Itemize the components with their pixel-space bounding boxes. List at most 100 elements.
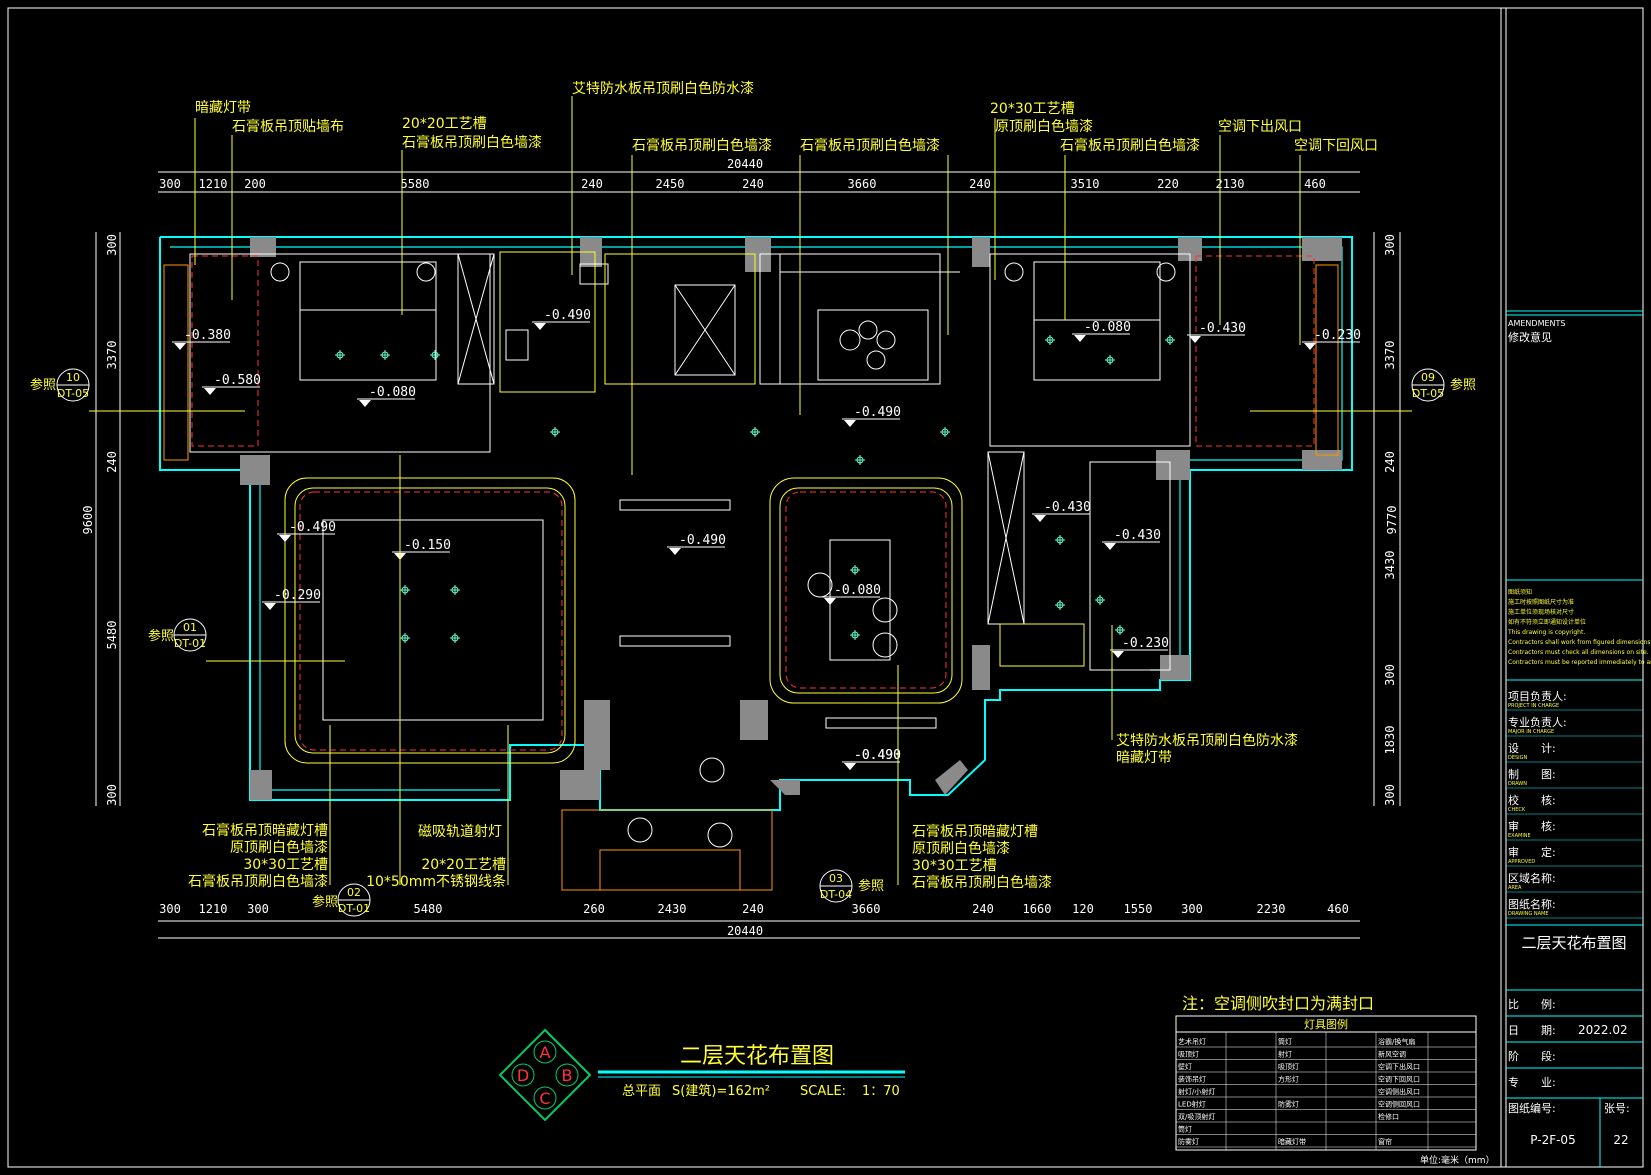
titleblock-row-label: 审 定: (1508, 845, 1556, 859)
legend-item-label: 暗藏灯带 (1278, 1137, 1306, 1146)
titleblock-note: This drawing is copyright. (1507, 629, 1585, 636)
downlight-icon (380, 350, 390, 360)
svg-text:D: D (517, 1066, 529, 1085)
scale-value: 1：70 (862, 1084, 900, 1099)
callout-bm-1: 20*20工艺槽 (421, 857, 506, 873)
dim-value: 240 (742, 177, 764, 191)
dim-value: 460 (1327, 902, 1349, 916)
legend-item-label: 空调下回风口 (1378, 1075, 1420, 1084)
dim-value: 2130 (1216, 177, 1245, 191)
tb-date-value: 2022.02 (1578, 1023, 1628, 1037)
tb-major-row: 专 业: (1508, 1075, 1556, 1089)
svg-text:10: 10 (66, 371, 80, 384)
svg-text:-0.080: -0.080 (369, 385, 416, 400)
titleblock-note: 如有不符须立即通知设计单位 (1508, 618, 1586, 626)
callout-bl-2: 30*30工艺槽 (243, 857, 328, 873)
titleblock-row-sub: MAJOR IN CHARGE (1508, 729, 1554, 735)
right-title-block: AMENDMENTS 修改意见 图纸须知施工时按照图纸尺寸为准施工单位须现场核对… (1506, 310, 1651, 1167)
level-marker: -0.430 (1102, 528, 1161, 550)
legend-item-label: 空调侧出风口 (1378, 1087, 1420, 1096)
downlight-icon (335, 350, 345, 360)
dim-value: 220 (1157, 177, 1179, 191)
dim-value: 460 (1304, 177, 1326, 191)
titleblock-row-sub: DRAWING NAME (1508, 911, 1549, 917)
svg-text:-0.490: -0.490 (289, 520, 336, 535)
svg-text:-0.080: -0.080 (834, 583, 881, 598)
top-total-dim: 20440 (727, 157, 763, 171)
level-marker: -0.490 (842, 748, 901, 770)
dim-value: 1210 (199, 177, 228, 191)
dim-value: 120 (1072, 902, 1094, 916)
column (1156, 450, 1190, 480)
legend-item-label: 方形灯 (1278, 1075, 1299, 1084)
callout-bl-3: 石膏板吊顶刷白色墙漆 (188, 873, 328, 890)
downlight-icon (1115, 625, 1125, 635)
sheet-border (7, 7, 1644, 1168)
legend-item-label: 防雾灯 (1178, 1137, 1199, 1146)
callout-hidden-light-strip: 暗藏灯带 (195, 100, 251, 116)
downlight-icon (850, 630, 860, 640)
amendments-en: AMENDMENTS (1508, 319, 1565, 328)
svg-text:-0.580: -0.580 (214, 373, 261, 388)
compass-logo: A B C D (498, 1028, 592, 1122)
legend-item-label: 壁灯 (1178, 1062, 1192, 1071)
dim-value: 200 (244, 177, 266, 191)
tb-page-no: 22 (1613, 1133, 1628, 1147)
svg-text:-0.150: -0.150 (404, 538, 451, 553)
svg-text:参照: 参照 (30, 377, 56, 393)
right-total-dim: 9770 (1385, 506, 1399, 535)
titleblock-row-sub: PROJECT IN CHARGE (1508, 703, 1559, 709)
callout-bm-2: 10*50mm不锈钢线条 (366, 873, 506, 890)
bottom-total-dim: 20440 (727, 924, 763, 938)
titleblock-row-sub: EXAMINE (1508, 833, 1531, 839)
column (240, 455, 270, 485)
dim-value: 260 (583, 902, 605, 916)
dim-value: 300 (105, 784, 119, 806)
legend-item-label: 窗帘 (1378, 1137, 1392, 1146)
drawing-title-block: A B C D 二层天花布置图 总平面 S(建筑)=162m² SCALE: 1… (498, 1028, 905, 1122)
ac-note: 注：空调侧吹封口为满封口 (1182, 994, 1374, 1013)
callout-gypsum-wallcloth: 石膏板吊顶贴墙布 (232, 118, 344, 135)
level-marker: -0.380 (172, 328, 231, 350)
titleblock-note: Contractors shall work from figured dime… (1508, 639, 1651, 646)
callout-groove-20x20: 20*20工艺槽 (402, 116, 487, 132)
svg-text:01: 01 (183, 621, 197, 634)
callout-br-1: 原顶刷白色墙漆 (912, 840, 1010, 857)
callout-bm-0: 磁吸轨道射灯 (418, 824, 502, 840)
dim-value: 240 (969, 177, 991, 191)
legend-item-label: LED射灯 (1178, 1100, 1206, 1109)
svg-text:-0.430: -0.430 (1044, 500, 1091, 515)
dim-value: 3510 (1071, 177, 1100, 191)
dim-value: 5580 (401, 177, 430, 191)
legend-item-label: 射灯/小射灯 (1178, 1087, 1215, 1096)
titleblock-row-sub: APPROVED (1508, 859, 1535, 865)
dim-value: 1550 (1124, 902, 1153, 916)
svg-text:-0.430: -0.430 (1114, 528, 1161, 543)
dim-value: 300 (159, 902, 181, 916)
section-tag-02: 参照 02 DT-01 (312, 883, 371, 917)
column (972, 645, 990, 690)
legend-item-label: 射灯 (1278, 1050, 1292, 1059)
dim-value: 300 (1383, 234, 1397, 256)
level-markers: -0.380 -0.580 -0.080 -0.490 -0.490 -0.080 -0.4… (172, 308, 1361, 770)
svg-text:DT-01: DT-01 (338, 902, 370, 915)
downlight-icon (855, 455, 865, 465)
svg-text:B: B (562, 1066, 573, 1085)
column (1160, 655, 1190, 680)
amendments-cn: 修改意见 (1508, 330, 1552, 344)
svg-text:-0.290: -0.290 (274, 588, 321, 603)
level-marker: -0.080 (822, 583, 881, 605)
callout-right-0: 艾特防水板吊顶刷白色防水漆 (1116, 732, 1298, 749)
titleblock-row-sub: DESIGN (1508, 755, 1528, 761)
level-marker: -0.490 (667, 533, 726, 555)
svg-text:A: A (540, 1043, 551, 1062)
downlight-icon (1105, 355, 1115, 365)
dim-value: 1210 (199, 902, 228, 916)
titleblock-row-label: 审 核: (1508, 819, 1556, 833)
svg-text:DT-05: DT-05 (1412, 387, 1444, 400)
callout-ac-supply: 空调下出风口 (1218, 119, 1302, 135)
legend-item-label: 吸顶灯 (1178, 1050, 1199, 1059)
section-tag-01: 参照 01 DT-01 (148, 618, 345, 662)
dim-value: 240 (1383, 451, 1397, 473)
